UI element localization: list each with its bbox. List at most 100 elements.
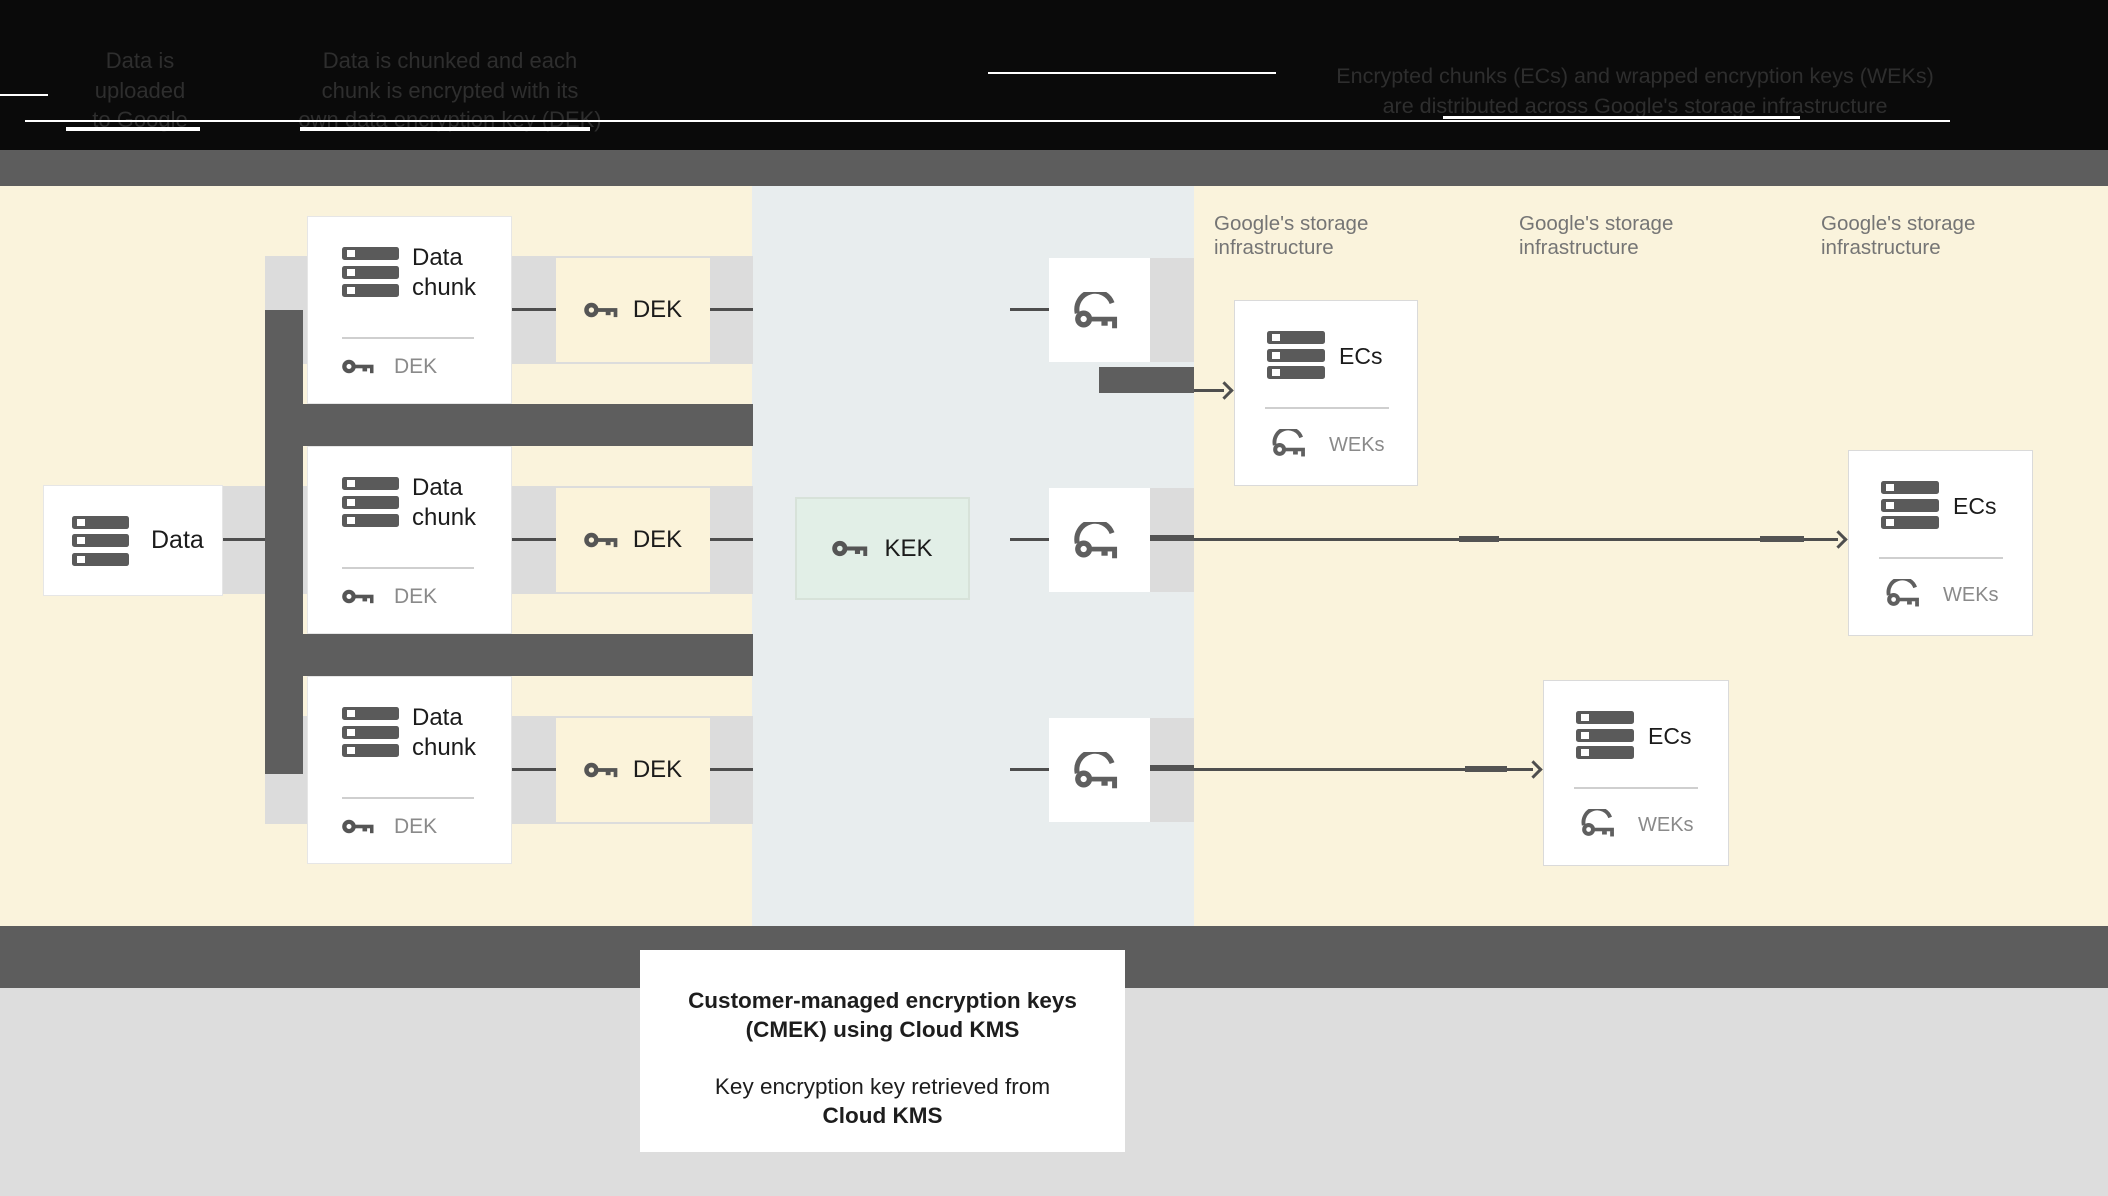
- wrapped-key-icon: [1581, 809, 1614, 837]
- ecs-box-2: ECs WEKs: [1848, 450, 2033, 636]
- header-caption-3: Encrypted chunks (ECs) and wrapped encry…: [1260, 61, 2010, 121]
- wrapped-key-box-1: [1049, 258, 1150, 362]
- wrapped-key-box-3: [1049, 718, 1150, 822]
- data-box: Data: [43, 485, 223, 596]
- dek-box-1: DEK: [556, 258, 710, 362]
- ecs-label: ECs: [1339, 343, 1383, 369]
- divider: [1265, 407, 1389, 409]
- wrapped-key-icon: [1886, 579, 1919, 607]
- storage-label-3: Google's storage infrastructure: [1821, 212, 2081, 260]
- header-underline: [1443, 116, 1800, 119]
- weks-label: WEKs: [1329, 434, 1385, 456]
- wrapped-key-icon: [1073, 291, 1117, 328]
- dek-box-3: DEK: [556, 718, 710, 822]
- arrow-exit-seg-2: [1150, 535, 1194, 541]
- data-chunk-title-line: chunk: [412, 734, 477, 761]
- chunk-splitter-bar-2: [265, 634, 753, 676]
- chunk-splitter-bar-1: [265, 404, 753, 446]
- data-box-label: Data: [151, 526, 204, 554]
- storage-label-1: Google's storage infrastructure: [1214, 212, 1474, 260]
- caption-line: are distributed across Google's storage …: [1382, 94, 1888, 118]
- header-underline: [0, 94, 48, 96]
- arrow-seg: [1760, 536, 1804, 542]
- data-chunk-title-line: Data: [412, 474, 463, 501]
- data-chunk-title-line: chunk: [412, 274, 477, 301]
- ecs-icon: [1576, 711, 1634, 759]
- chunk-dek-label: DEK: [394, 585, 438, 608]
- wrap-stub-line-3: [1010, 768, 1049, 771]
- header-underline: [300, 127, 590, 131]
- divider: [342, 797, 474, 799]
- chunk-dek-line-1: [512, 308, 556, 311]
- ecs-box-3: ECs WEKs: [1543, 680, 1729, 866]
- caption-line: chunk is encrypted with its: [321, 77, 579, 103]
- arrow-exit-seg-3: [1150, 765, 1194, 771]
- data-icon: [72, 515, 129, 566]
- divider: [1574, 787, 1698, 789]
- wrapped-key-box-2: [1049, 488, 1150, 592]
- caption-body-line: Key encryption key retrieved from: [714, 1074, 1051, 1099]
- caption-line: Encrypted chunks (ECs) and wrapped encry…: [1336, 64, 1934, 88]
- chunk-dek-label: DEK: [394, 355, 438, 378]
- divider: [342, 337, 474, 339]
- chunk-dek-line-3: [512, 768, 556, 771]
- wrap-key-strip-1: [1150, 258, 1194, 362]
- wrap-stub-line-2: [1010, 538, 1049, 541]
- chunk-dek-line-2: [512, 538, 556, 541]
- caption-title-line: (CMEK) using Cloud KMS: [745, 1017, 1020, 1042]
- header-underline: [988, 72, 1276, 74]
- caption-body-line: Cloud KMS: [822, 1103, 943, 1128]
- caption-line: Data is chunked and each: [322, 48, 578, 73]
- data-chunk-title: Data chunk: [412, 703, 476, 763]
- weks-label: WEKs: [1638, 814, 1694, 836]
- caption-title-line: Customer-managed encryption keys: [688, 988, 1077, 1013]
- cmek-caption-box: Customer-managed encryption keys (CMEK) …: [640, 950, 1125, 1152]
- storage-label-line: Google's storage: [1214, 212, 1369, 235]
- caption-line: uploaded: [94, 77, 186, 103]
- key-icon: [342, 589, 374, 604]
- dek-box-2: DEK: [556, 488, 710, 592]
- wrap-stub-line-1: [1010, 308, 1049, 311]
- data-chunk-title-line: Data: [412, 244, 463, 271]
- data-chunk-icon: [342, 707, 399, 757]
- arrow-line-2: [1194, 538, 1838, 541]
- divider: [342, 567, 474, 569]
- key-icon: [342, 819, 374, 834]
- dek-label: DEK: [632, 296, 683, 323]
- dek-zone-line-2: [710, 538, 753, 541]
- storage-label-line: Google's storage: [1519, 212, 1674, 235]
- key-icon: [584, 302, 618, 318]
- caption-line: Data is: [105, 48, 175, 73]
- kek-label: KEK: [884, 534, 933, 562]
- storage-label-line: infrastructure: [1821, 236, 1941, 259]
- weks-label: WEKs: [1943, 584, 1999, 606]
- data-chunk-title-line: Data: [412, 704, 463, 731]
- storage-label-line: infrastructure: [1214, 236, 1334, 259]
- wrapped-key-icon: [1073, 751, 1117, 788]
- storage-label-line: infrastructure: [1519, 236, 1639, 259]
- data-chunk-title-line: chunk: [412, 504, 477, 531]
- data-chunk-box-2: Data chunk DEK: [307, 446, 512, 634]
- data-chunk-box-3: Data chunk DEK: [307, 676, 512, 864]
- data-chunk-box-1: Data chunk DEK: [307, 216, 512, 404]
- ecs-label: ECs: [1953, 493, 1997, 519]
- arrow-seg: [1459, 536, 1499, 542]
- wrapped-key-icon: [1272, 429, 1305, 457]
- divider: [1879, 557, 2003, 559]
- dek-label: DEK: [632, 526, 683, 553]
- key-icon: [342, 359, 374, 374]
- storage-label-line: Google's storage: [1821, 212, 1976, 235]
- chunk-trunk: [265, 310, 303, 774]
- arrow-line-1: [1194, 389, 1224, 392]
- data-to-trunk-line: [223, 538, 265, 541]
- kek-box: KEK: [795, 497, 970, 600]
- header-band: [0, 0, 2108, 150]
- ecs-box-1: ECs WEKs: [1234, 300, 1418, 486]
- storage-label-2: Google's storage infrastructure: [1519, 212, 1779, 260]
- top-gray-band: [0, 150, 2108, 186]
- ecs-label: ECs: [1648, 723, 1692, 749]
- header-underline: [25, 120, 1950, 122]
- key-icon: [584, 532, 618, 548]
- key-icon: [832, 540, 868, 557]
